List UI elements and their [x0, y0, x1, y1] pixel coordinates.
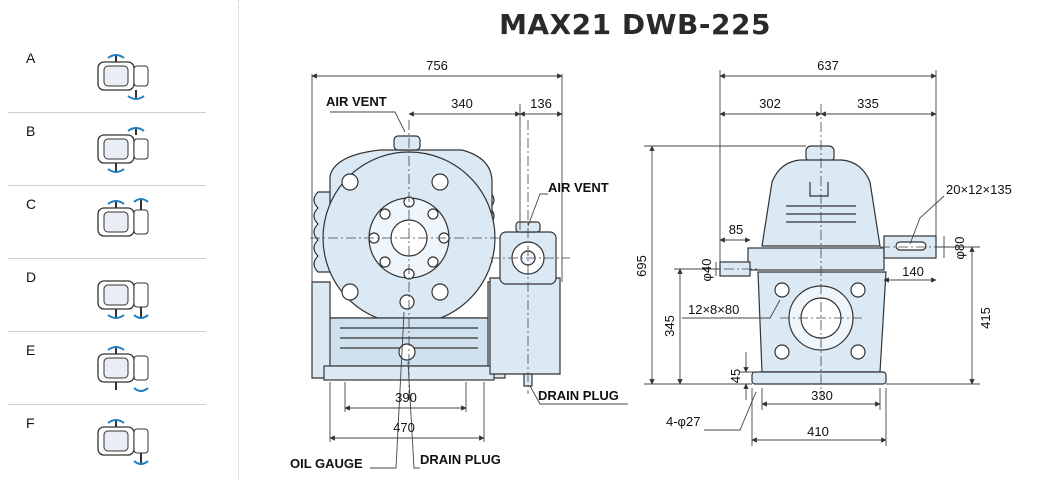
mounting-position-c: C	[8, 186, 206, 259]
dim-302: 302	[759, 96, 781, 111]
dim-345: 345	[662, 315, 677, 337]
side-base-foot	[751, 371, 887, 385]
label-drain-plug-bottom: DRAIN PLUG	[420, 452, 501, 467]
dim-756: 756	[426, 58, 448, 73]
mounting-position-letter: A	[26, 50, 36, 66]
front-centerlines	[310, 120, 570, 400]
mounting-position-a: A	[8, 40, 206, 113]
dim-335: 335	[857, 96, 879, 111]
side-input-row	[747, 247, 885, 271]
mounting-position-list: A B C	[0, 0, 238, 480]
gearbox-orientation-icon	[97, 280, 149, 319]
gearbox-orientation-icon	[97, 54, 149, 100]
mounting-position-letter: C	[26, 196, 37, 212]
dim-470: 470	[393, 420, 415, 435]
gearbox-orientation-icon	[97, 198, 149, 237]
shaft-output-diameter: φ80	[952, 237, 967, 260]
label-air-vent-top: AIR VENT	[326, 94, 387, 109]
label-drain-plug-right: DRAIN PLUG	[538, 388, 619, 403]
dim-340: 340	[451, 96, 473, 111]
keyway-output: 20×12×135	[946, 182, 1012, 197]
side-dimensions	[644, 70, 980, 446]
dim-390: 390	[395, 390, 417, 405]
drain-plug-front	[398, 343, 416, 361]
label-oil-gauge: OIL GAUGE	[290, 456, 363, 471]
mounting-position-f: F	[8, 405, 206, 477]
front-view-drawing	[311, 135, 561, 387]
dim-415: 415	[978, 307, 993, 329]
bolt-holes: 4-φ27	[666, 414, 700, 429]
mounting-position-letter: B	[26, 123, 36, 139]
shaft-input-diameter: φ40	[699, 259, 714, 282]
sidebar-divider	[238, 0, 239, 480]
mounting-position-letter: E	[26, 342, 36, 358]
page-title: MAX21 DWB-225	[499, 8, 771, 41]
oil-gauge	[399, 294, 415, 310]
side-dimension-labels: 637 302 335 85 140 20×12×135 12×8×80 330…	[634, 58, 1012, 439]
dim-140: 140	[902, 264, 924, 279]
dim-136: 136	[530, 96, 552, 111]
label-air-vent-side: AIR VENT	[548, 180, 609, 195]
mounting-position-letter: D	[26, 269, 37, 285]
mounting-position-d: D	[8, 259, 206, 332]
dim-410: 410	[807, 424, 829, 439]
gearbox-orientation-icon	[97, 127, 149, 173]
mounting-position-e: E	[8, 332, 206, 405]
dim-637: 637	[817, 58, 839, 73]
gearbox-orientation-icon	[97, 419, 149, 465]
gearbox-orientation-icon	[97, 346, 149, 392]
front-dimensions	[311, 73, 628, 469]
dim-85: 85	[729, 222, 743, 237]
dim-695: 695	[634, 255, 649, 277]
mounting-position-b: B	[8, 113, 206, 186]
air-vent-cap	[393, 135, 421, 151]
front-dimension-labels: 756 340 136 390 470 AIR VENT AIR VENT DR…	[290, 58, 619, 471]
input-housing	[489, 277, 561, 375]
dim-330: 330	[811, 388, 833, 403]
keyway-input: 12×8×80	[688, 302, 739, 317]
dim-45: 45	[728, 369, 743, 383]
mounting-position-letter: F	[26, 415, 35, 431]
